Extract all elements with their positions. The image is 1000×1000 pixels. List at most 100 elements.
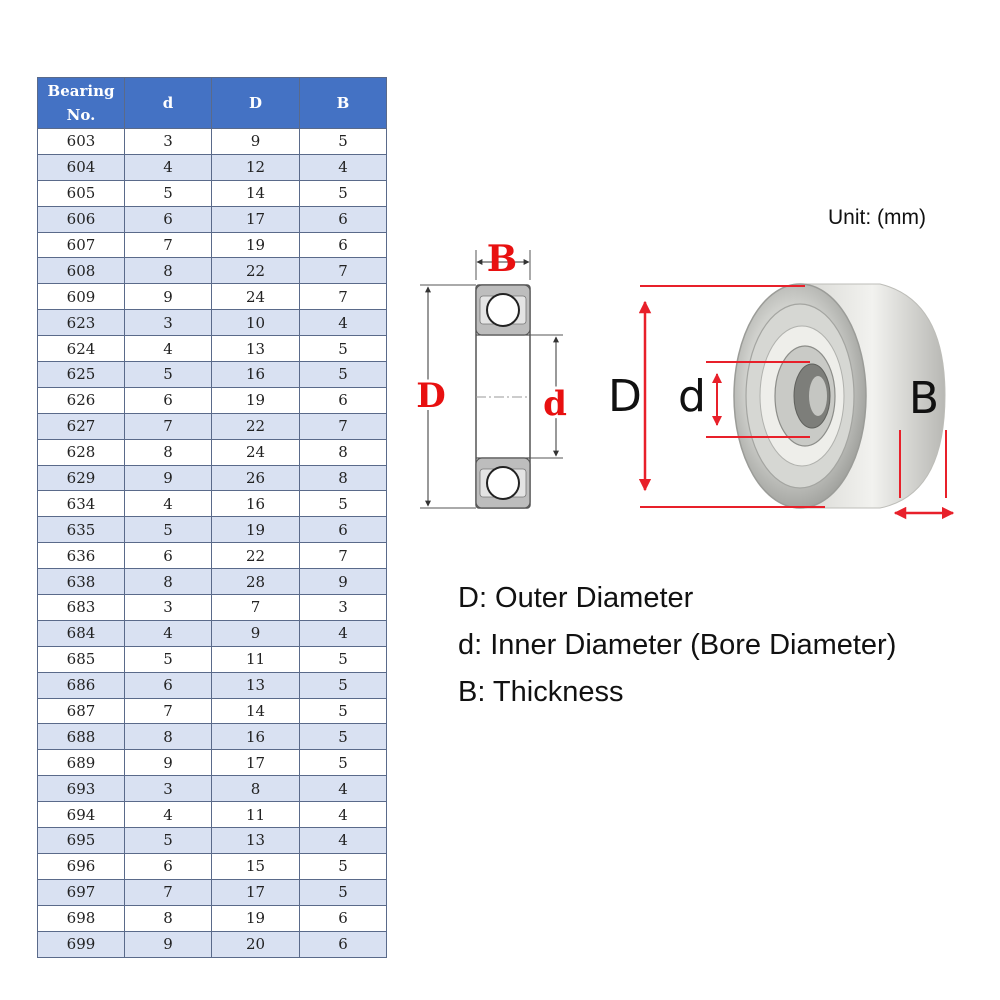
cell-bearing-no: 635 [37,516,125,544]
cell-outer-diameter: 24 [211,438,300,466]
cell-outer-diameter: 22 [211,412,300,440]
cell-bearing-no: 694 [37,801,125,829]
cell-thickness: 6 [299,231,387,259]
cell-bearing-no: 638 [37,568,125,596]
cell-inner-diameter: 5 [124,827,212,854]
cell-outer-diameter: 16 [211,361,300,388]
cell-bearing-no: 696 [37,852,125,880]
cell-outer-diameter: 15 [211,852,300,880]
cell-outer-diameter: 17 [211,749,300,777]
cell-inner-diameter: 5 [124,645,212,673]
cell-thickness: 4 [299,775,387,803]
cell-inner-diameter: 5 [124,516,212,544]
cell-outer-diameter: 24 [211,283,300,311]
cell-thickness: 5 [299,671,387,699]
cell-inner-diameter: 3 [124,594,212,621]
cell-outer-diameter: 22 [211,257,300,285]
cell-outer-diameter: 9 [211,128,300,155]
cell-bearing-no: 698 [37,904,125,932]
cell-outer-diameter: 26 [211,464,300,492]
cell-outer-diameter: 11 [211,801,300,829]
cell-outer-diameter: 17 [211,205,300,233]
cell-outer-diameter: 14 [211,179,300,207]
cell-inner-diameter: 8 [124,257,212,285]
cell-bearing-no: 687 [37,697,125,725]
cell-thickness: 6 [299,904,387,932]
cell-bearing-no: 609 [37,283,125,311]
cell-thickness: 4 [299,827,387,854]
cell-thickness: 5 [299,361,387,388]
cell-outer-diameter: 14 [211,697,300,725]
cell-bearing-no: 689 [37,749,125,777]
cell-outer-diameter: 8 [211,775,300,803]
cell-thickness: 5 [299,697,387,725]
cell-thickness: 8 [299,464,387,492]
cell-inner-diameter: 7 [124,412,212,440]
diagram-label-outer-diameter: D [416,376,445,416]
cell-outer-diameter: 13 [211,671,300,699]
cell-bearing-no: 625 [37,361,125,388]
cell-outer-diameter: 9 [211,619,300,647]
cell-bearing-no: 686 [37,671,125,699]
legend-thickness: B: Thickness [458,676,624,708]
cell-inner-diameter: 4 [124,335,212,363]
photo-label-inner-diameter: d [678,371,706,422]
cell-outer-diameter: 16 [211,723,300,751]
cell-outer-diameter: 28 [211,568,300,596]
cell-inner-diameter: 5 [124,361,212,388]
cell-bearing-no: 607 [37,231,125,259]
cell-inner-diameter: 9 [124,749,212,777]
cell-thickness: 5 [299,335,387,363]
cell-outer-diameter: 19 [211,386,300,414]
cell-thickness: 4 [299,619,387,647]
cell-bearing-no: 685 [37,645,125,673]
cell-outer-diameter: 19 [211,904,300,932]
photo-label-thickness: B [909,373,939,424]
cell-thickness: 5 [299,723,387,751]
cell-inner-diameter: 4 [124,153,212,181]
legend-outer-diameter: D: Outer Diameter [458,582,694,614]
cell-inner-diameter: 3 [124,128,212,155]
cell-thickness: 4 [299,153,387,181]
cell-thickness: 5 [299,179,387,207]
cell-bearing-no: 693 [37,775,125,803]
cell-inner-diameter: 7 [124,697,212,725]
cell-thickness: 5 [299,128,387,155]
cell-bearing-no: 699 [37,930,125,958]
cell-thickness: 5 [299,645,387,673]
cell-thickness: 7 [299,412,387,440]
header-thickness: B [299,77,387,129]
cell-bearing-no: 603 [37,128,125,155]
cell-inner-diameter: 7 [124,878,212,906]
cell-thickness: 7 [299,542,387,570]
cell-thickness: 3 [299,594,387,621]
cell-bearing-no: 636 [37,542,125,570]
bearing-photo: D d B [608,283,955,520]
cell-thickness: 6 [299,930,387,958]
cell-bearing-no: 627 [37,412,125,440]
table-header-row: Bearing No. d D B [37,77,387,129]
photo-label-outer-diameter: D [608,371,642,422]
cell-inner-diameter: 5 [124,179,212,207]
cell-bearing-no: 695 [37,827,125,854]
cell-bearing-no: 688 [37,723,125,751]
cell-outer-diameter: 7 [211,594,300,621]
